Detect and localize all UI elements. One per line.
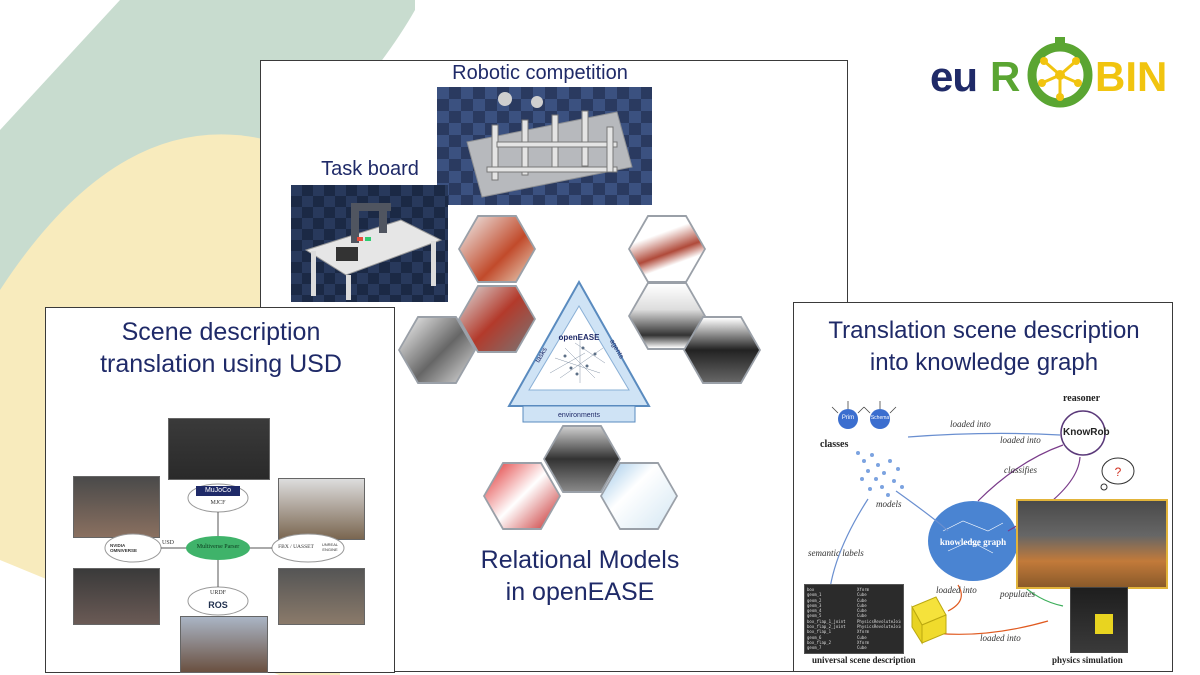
usd-prim-name: geom_4 [807,608,822,614]
usd-prim-name: geom_6 [807,634,822,640]
thumb-unreal-2 [278,568,365,625]
multiverse-parser-diagram: MuJoCo MJCF NVIDIA OMNIVERSE USD Multive… [68,416,388,673]
usd-table-row: geom_4 Cube [807,608,901,613]
usd-prim-name: geom_1 [807,592,822,598]
thumb-omniverse [73,476,160,538]
usd-prim-name: box_flap_1 [807,629,832,635]
multiverse-parser-label: Multiverse Parser [196,544,240,550]
schema-node-label: Schema [870,415,890,421]
usd-prim-type: Cube [857,592,867,598]
usd-table-row: box_flap_2_joint PhysicsRevoluteJoint [807,624,901,629]
usd-table-row: geom_7 Cube [807,645,901,650]
parser-connections [104,483,345,616]
populates-label: populates [1000,589,1035,599]
usd-prim-name: box_flap_2 [807,639,832,645]
scene-description-title-line1: Scene description [121,318,321,346]
loaded-into-label-1: loaded into [950,419,991,429]
task-board-image [291,185,448,302]
logo-network-icon [1027,37,1093,108]
usd-prim-name: geom_7 [807,645,822,651]
classifies-label: classifies [1004,465,1037,475]
fbx-label: FBX / UASSET [278,544,314,550]
physics-caption: physics simulation [1052,655,1123,665]
usd-prim-type: Cube [857,597,867,603]
urdf-label: URDF [209,590,226,596]
scene-description-title-line2: translation using USD [100,350,342,378]
usd-table-row: geom_2 Cube [807,598,901,603]
thumb-isaac [73,568,160,625]
logo-text-r: R [990,53,1021,100]
usd-prim-type: Xform [857,587,870,592]
usd-prim-type: Cube [857,634,867,640]
openease-triangle: openEASE tasks agents environments [507,279,651,423]
reasoner-label: reasoner [1063,393,1101,404]
usd-prim-name: geom_2 [807,597,822,603]
knowledge-graph-panel: Translation scene description into knowl… [793,302,1173,672]
loaded-into-label-2: loaded into [1000,435,1041,445]
usd-prim-type: Xform [857,629,870,635]
usd-table-row: box_flap_1 Xform [807,629,901,634]
robotic-competition-label: Robotic competition [452,62,628,84]
classes-label: classes [820,439,849,450]
logo-text-bin: BIN [1095,53,1168,100]
thought-bubble-icon: ? [1100,457,1135,491]
ros-label: ROS [208,600,228,610]
usd-box-icon [911,596,947,645]
robotic-competition-image [437,87,652,205]
usd-prim-name: geom_5 [807,613,822,619]
usd-prim-type: Cube [857,608,867,614]
mujoco-label: MuJoCo [204,487,232,494]
usd-prim-type: Cube [857,645,867,651]
usd-table-row: box Xform [807,587,901,592]
usd-table-row: geom_5 Cube [807,613,901,618]
robot-kitchen-image [1016,499,1168,589]
semantic-labels-label: semantic labels [808,548,864,558]
usd-label: USD [162,540,175,546]
relational-models-title-line2: in openEASE [505,578,655,606]
usd-table-row: geom_3 Cube [807,603,901,608]
task-board-label: Task board [321,158,419,180]
usd-prim-name: box_flap_2_joint [807,624,846,630]
usd-table-row: geom_6 Cube [807,635,901,640]
thumb-mujoco [168,418,270,480]
loaded-into-label-3: loaded into [936,585,977,595]
mjcf-label: MJCF [210,500,226,506]
unreal-label: UNREAL ENGINE [321,542,339,552]
scene-description-panel: Scene description translation using USD … [45,307,395,673]
svg-text:?: ? [1115,465,1122,479]
usd-prim-type: Cube [857,602,867,608]
knowrob-label: KnowRob [1063,427,1110,438]
kg-connections [827,401,1106,635]
knowledge-graph-node-label: knowledge graph [939,537,1007,547]
knowledge-graph-title-line1: Translation scene description [828,317,1140,344]
omniverse-label: NVIDIA OMNIVERSE [110,543,138,553]
mujoco-badge: MuJoCo [196,486,240,496]
usd-table-row: geom_1 Cube [807,592,901,597]
knowledge-graph-diagram: Prim Schema classes loaded into reasoner… [798,391,1170,671]
usd-prim-name: geom_3 [807,602,822,608]
relational-models-title-line1: Relational Models [480,546,680,574]
loaded-into-label-4: loaded into [980,633,1021,643]
usd-prim-name: box_flap_1_joint [807,618,846,624]
usd-caption: universal scene description [812,655,916,665]
usd-prim-type: PhysicsRevoluteJoint [857,618,901,624]
usd-prim-type: Xform [857,639,870,645]
usd-table-row: box_flap_2 Xform [807,640,901,645]
triangle-label-openease: openEASE [559,333,601,342]
eurobin-logo: eu R BIN [930,35,1167,115]
usd-prim-type: Cube [857,613,867,619]
triangle-label-environments: environments [558,412,601,419]
logo-text-eu: eu [930,53,978,100]
thumb-ros [180,616,268,673]
prim-node-label: Prim [841,415,855,421]
physics-simulation-image [1070,587,1128,653]
usd-prim-type: PhysicsRevoluteJoint [857,624,901,630]
usd-table-row: box_flap_1_joint PhysicsRevoluteJoint [807,619,901,624]
usd-prim-name: box [807,587,815,592]
models-label: models [876,499,902,509]
knowledge-graph-title-line2: into knowledge graph [869,349,1099,376]
